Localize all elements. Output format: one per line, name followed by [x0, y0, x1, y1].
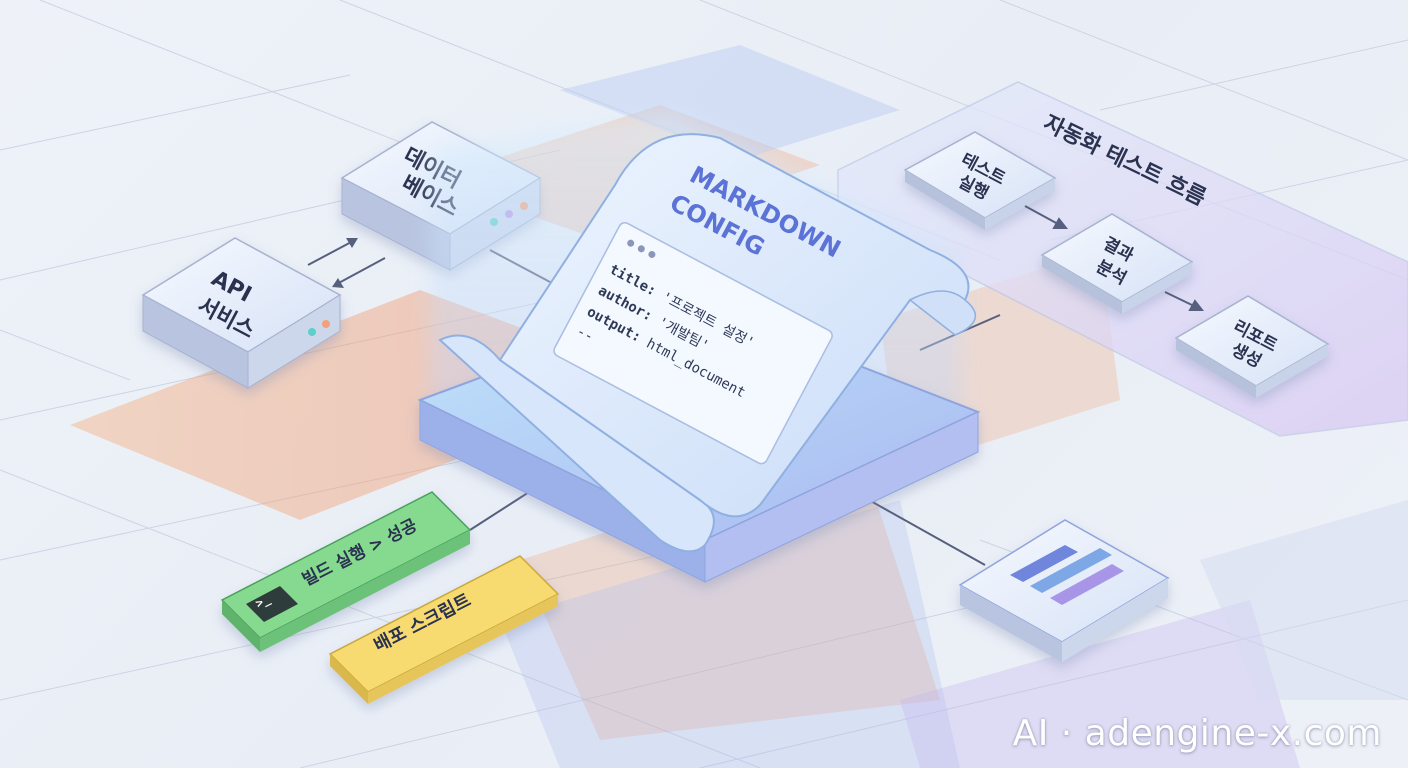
- step-test-run[interactable]: 테스트 실행: [903, 131, 1057, 230]
- code-window: title: '프로젝트 설정' author: '개발팀' output: h…: [553, 221, 833, 465]
- api-service-block[interactable]: API 서비스: [141, 237, 342, 389]
- markdown-config-hub[interactable]: MARKDOWN CONFIG title: '프로젝트 설정' author:…: [417, 110, 981, 583]
- arrow-head-down-icon: [332, 278, 344, 288]
- arrow-heads: [332, 238, 358, 288]
- arrow-line-api-to-db: [307, 239, 356, 266]
- connector-config-chart: [859, 494, 986, 566]
- watermark: AI · adengine-x.com: [1012, 713, 1382, 754]
- flow-arrow-1-icon: [1052, 217, 1069, 229]
- api-status-light-teal-icon: [308, 328, 316, 336]
- step-result-analysis[interactable]: 결과 분석: [1040, 213, 1194, 314]
- terminal-icon: >_: [246, 586, 298, 622]
- step-report-generation[interactable]: 리포트 생성: [1174, 295, 1330, 398]
- arrow-line-db-to-api: [334, 257, 386, 286]
- api-status-light-orange-icon: [322, 320, 330, 328]
- markdown-scroll: MARKDOWN CONFIG title: '프로젝트 설정' author:…: [438, 133, 977, 553]
- flow-arrows: [1024, 205, 1205, 311]
- window-dot-2-icon: [637, 245, 645, 253]
- flow-arrow-2-icon: [1188, 299, 1205, 311]
- code-line-separator: --: [574, 323, 596, 345]
- automation-test-flow-panel: 자동화 테스트 흐름 테스트 실행 결과 분석 리포트 생성: [837, 81, 1408, 437]
- window-dot-3-icon: [648, 250, 656, 258]
- window-dot-1-icon: [627, 239, 635, 247]
- chart-bars-icon: [1010, 545, 1124, 605]
- arrow-head-up-icon: [346, 238, 358, 248]
- chart-card[interactable]: [958, 519, 1170, 662]
